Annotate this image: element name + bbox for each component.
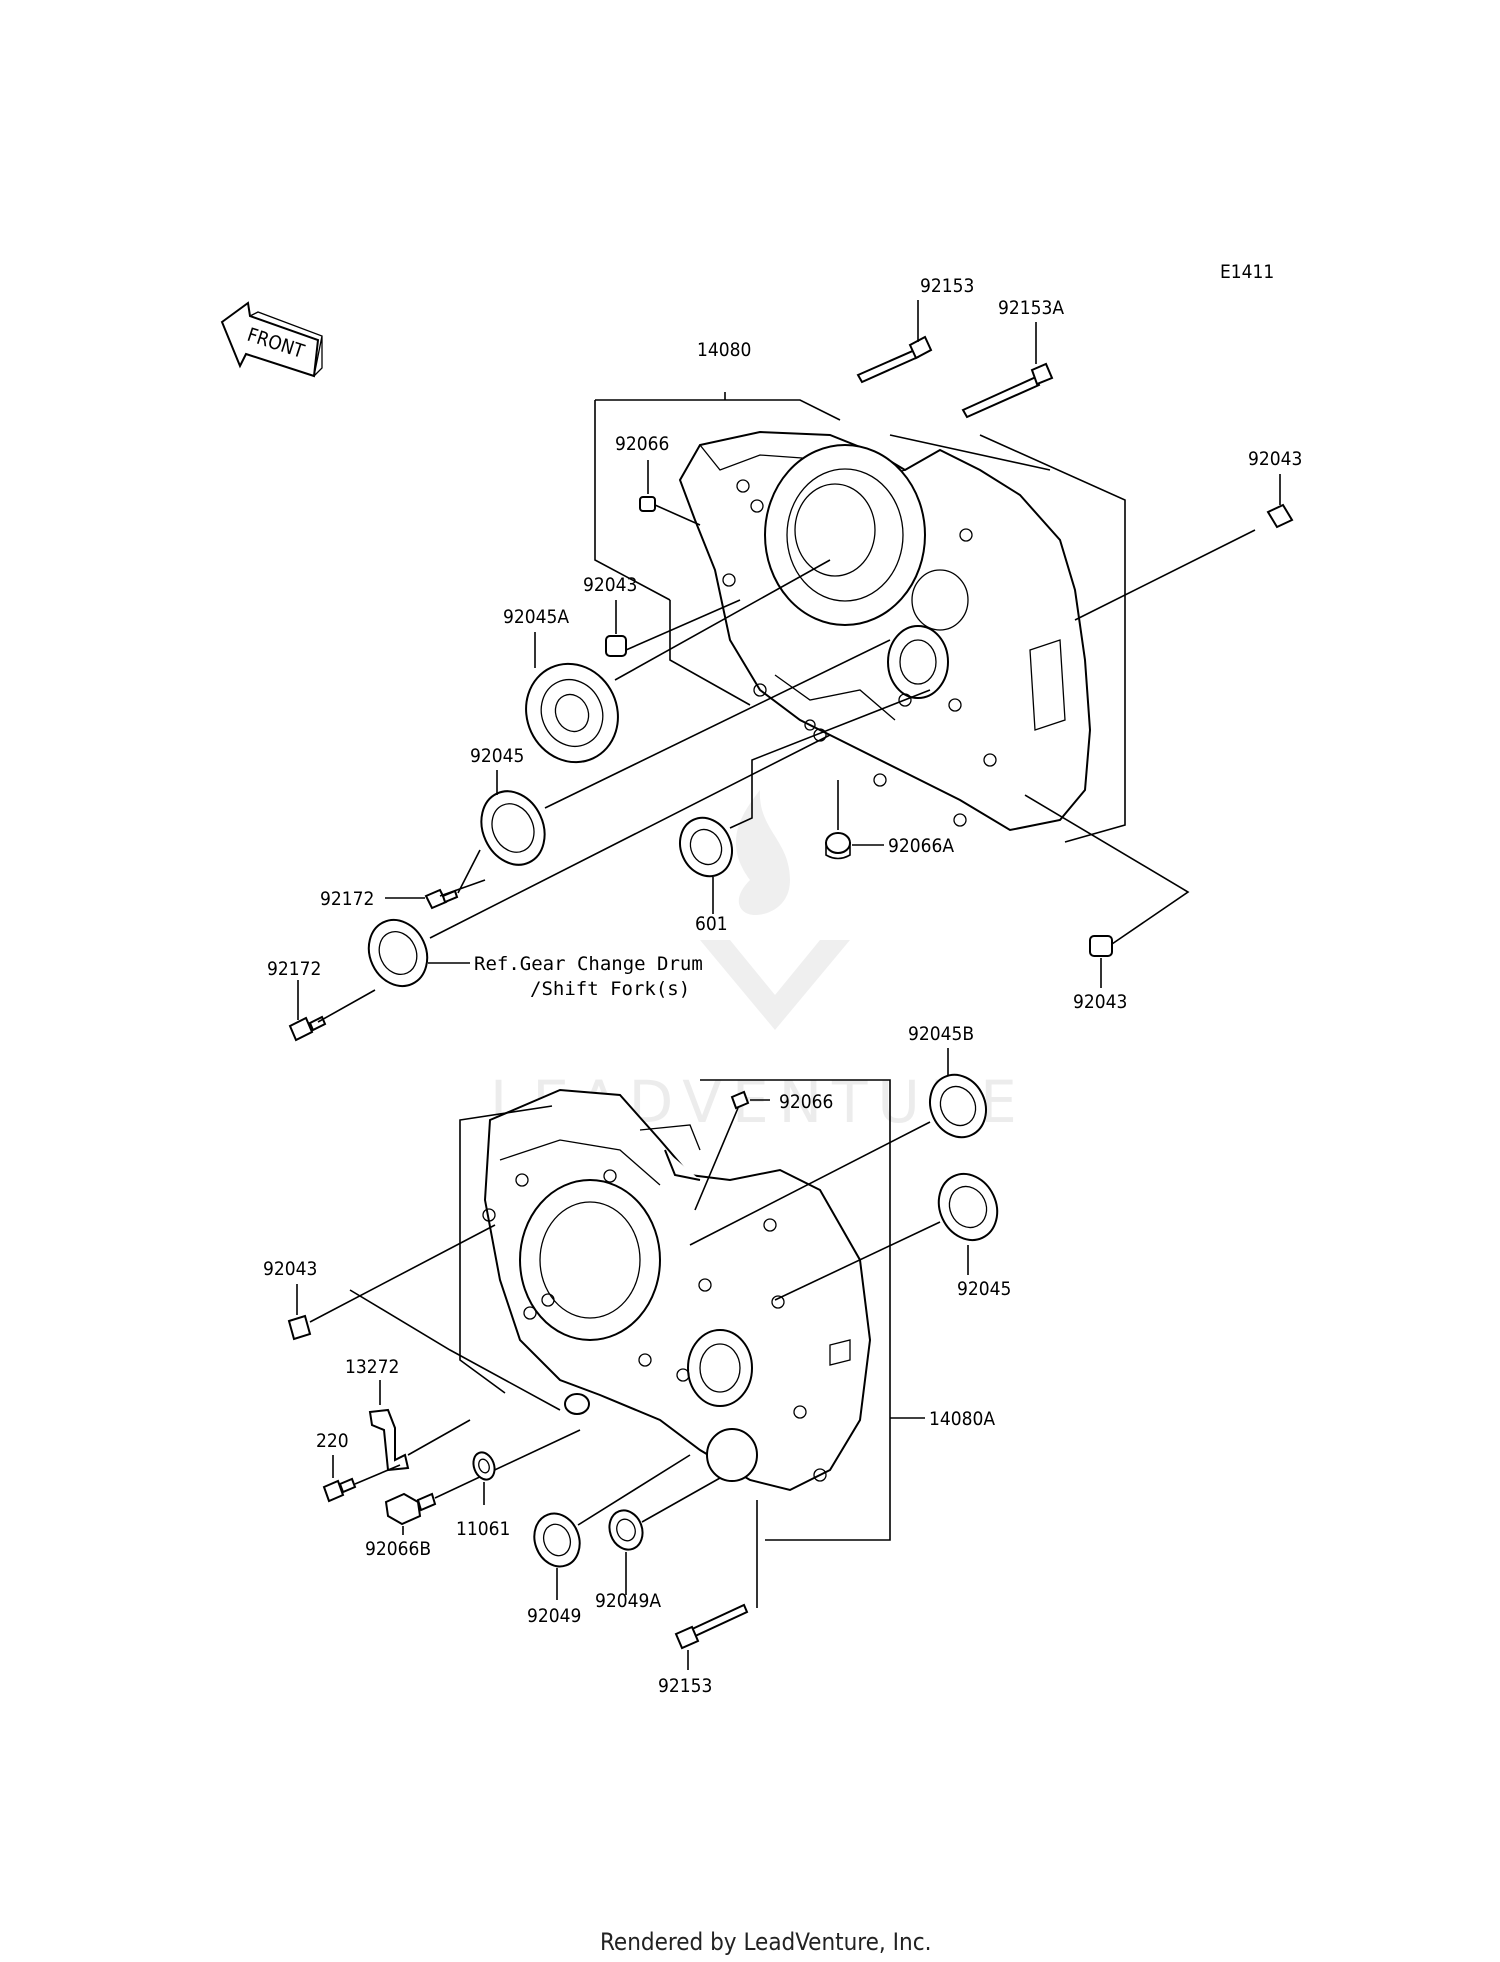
bolt-92153 xyxy=(856,335,933,384)
callout-92066b: 92066B xyxy=(365,1538,431,1560)
screw-92172-upper xyxy=(424,849,486,910)
callout-92066a: 92066A xyxy=(888,835,954,857)
screw-92172-lower xyxy=(288,980,376,1042)
callout-92043-bottom-right: 92043 xyxy=(1073,991,1127,1013)
figure-code: E1411 xyxy=(1220,261,1274,283)
upper-crankcase xyxy=(678,430,1092,832)
seal-92049 xyxy=(533,1454,691,1600)
callout-92172-lower: 92172 xyxy=(267,958,321,980)
callout-14080a: 14080A xyxy=(929,1408,995,1430)
bolt-92153a xyxy=(961,362,1054,419)
pin-92066a xyxy=(825,780,851,860)
callout-14080: 14080 xyxy=(697,339,751,361)
callout-220: 220 xyxy=(316,1430,349,1452)
callout-92049a: 92049A xyxy=(595,1590,661,1612)
ref-note-line2: /Shift Fork(s) xyxy=(530,978,690,1000)
callout-92153a: 92153A xyxy=(998,297,1064,319)
front-arrow-icon: FRONT xyxy=(220,301,323,378)
callout-92045-upper: 92045 xyxy=(470,745,524,767)
dowel-92043-right xyxy=(1074,503,1294,621)
callout-92153-bottom: 92153 xyxy=(658,1675,712,1697)
washer-11061 xyxy=(472,1451,496,1505)
seal-92049a xyxy=(608,1477,721,1595)
bearing-92045-lower xyxy=(774,1172,999,1301)
pin-92066-lower xyxy=(694,1090,770,1211)
leader-14080a xyxy=(459,1079,891,1541)
callout-92066-lower: 92066 xyxy=(779,1091,833,1113)
bearing-92045b xyxy=(689,1073,987,1246)
plug-92066b xyxy=(384,1429,581,1535)
bracket-13272 xyxy=(368,1380,471,1472)
callout-92066-upper: 92066 xyxy=(615,433,669,455)
bolt-92153-bottom xyxy=(674,1500,758,1670)
screw-220 xyxy=(322,1464,401,1503)
callout-92172-upper: 92172 xyxy=(320,888,374,910)
callout-92043-upper-left: 92043 xyxy=(583,574,637,596)
callout-92153-top: 92153 xyxy=(920,275,974,297)
footer-credit: Rendered by LeadVenture, Inc. xyxy=(600,1928,931,1956)
lower-crankcase xyxy=(482,1088,872,1492)
bearing-92045a xyxy=(525,559,831,764)
dowel-92043-lower xyxy=(287,1224,561,1411)
callout-labels: 92153 92153A 14080 92066 92043 92043 920… xyxy=(263,275,1302,1697)
dowel-92043-left xyxy=(605,599,741,657)
ref-note-line1: Ref.Gear Change Drum xyxy=(474,953,703,975)
leader-14080 xyxy=(594,392,841,601)
callout-92045-lower: 92045 xyxy=(957,1278,1011,1300)
callout-11061: 11061 xyxy=(456,1518,510,1540)
callout-92043-upper-right: 92043 xyxy=(1248,448,1302,470)
callout-601: 601 xyxy=(695,913,728,935)
callout-92045a: 92045A xyxy=(503,606,569,628)
callout-92043-lower: 92043 xyxy=(263,1258,317,1280)
bearing-601 xyxy=(679,689,931,878)
pin-92066-upper xyxy=(639,496,701,526)
bearing-ref-gear-change xyxy=(367,734,831,988)
dowel-92043-bottom xyxy=(1024,794,1190,957)
callout-92045b: 92045B xyxy=(908,1023,974,1045)
callout-92049: 92049 xyxy=(527,1605,581,1627)
callout-13272: 13272 xyxy=(345,1356,399,1378)
